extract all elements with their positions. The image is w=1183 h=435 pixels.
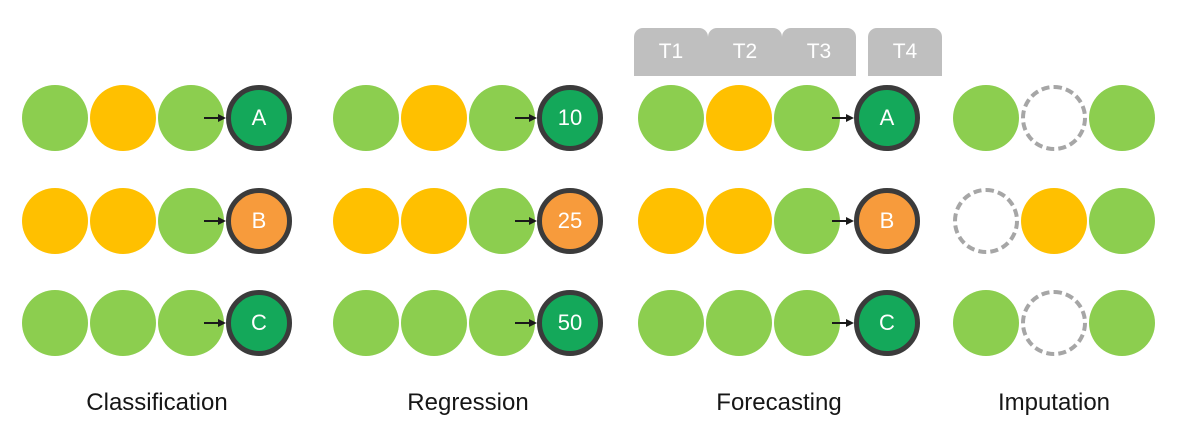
tick-label-t3: T3 — [782, 28, 856, 76]
data-node-dark-green: 10 — [537, 85, 603, 151]
data-node-yellow — [401, 188, 467, 254]
data-node-yellow — [22, 188, 88, 254]
data-node-dark-green: A — [226, 85, 292, 151]
data-node-green — [953, 85, 1019, 151]
data-node-yellow — [401, 85, 467, 151]
tick-label-t1: T1 — [634, 28, 708, 76]
data-node-yellow — [706, 85, 772, 151]
data-node-green — [638, 85, 704, 151]
data-node-green — [1089, 85, 1155, 151]
data-node-green — [333, 85, 399, 151]
data-node-green — [774, 188, 840, 254]
arrow-icon — [832, 318, 854, 328]
data-node-dark-green: 50 — [537, 290, 603, 356]
arrow-icon — [515, 216, 537, 226]
tick-label-t4: T4 — [868, 28, 942, 76]
arrow-icon — [204, 318, 226, 328]
data-node-orange: 25 — [537, 188, 603, 254]
data-node-green — [953, 290, 1019, 356]
panel-caption-regression: Regression — [407, 389, 529, 416]
data-node-green — [401, 290, 467, 356]
data-node-green — [706, 290, 772, 356]
arrow-icon — [204, 216, 226, 226]
arrow-icon — [832, 113, 854, 123]
data-node-yellow — [90, 188, 156, 254]
data-node-green — [22, 85, 88, 151]
data-node-green — [90, 290, 156, 356]
data-node-yellow — [90, 85, 156, 151]
panel-caption-classification: Classification — [86, 389, 228, 416]
arrow-icon — [515, 113, 537, 123]
data-node-green — [1089, 290, 1155, 356]
data-node-green — [22, 290, 88, 356]
data-node-green — [638, 290, 704, 356]
missing-value-node — [1021, 290, 1087, 356]
missing-value-node — [953, 188, 1019, 254]
data-node-green — [774, 85, 840, 151]
data-node-green — [774, 290, 840, 356]
data-node-yellow — [1021, 188, 1087, 254]
panel-caption-forecasting: Forecasting — [716, 389, 842, 416]
data-node-green — [1089, 188, 1155, 254]
arrow-icon — [515, 318, 537, 328]
missing-value-node — [1021, 85, 1087, 151]
data-node-green — [333, 290, 399, 356]
arrow-icon — [832, 216, 854, 226]
data-node-orange: B — [226, 188, 292, 254]
data-node-yellow — [638, 188, 704, 254]
data-node-orange: B — [854, 188, 920, 254]
data-node-yellow — [333, 188, 399, 254]
data-node-dark-green: C — [854, 290, 920, 356]
data-node-yellow — [706, 188, 772, 254]
tick-label-t2: T2 — [708, 28, 782, 76]
panel-caption-imputation: Imputation — [997, 389, 1111, 416]
data-node-dark-green: C — [226, 290, 292, 356]
data-node-dark-green: A — [854, 85, 920, 151]
arrow-icon — [204, 113, 226, 123]
